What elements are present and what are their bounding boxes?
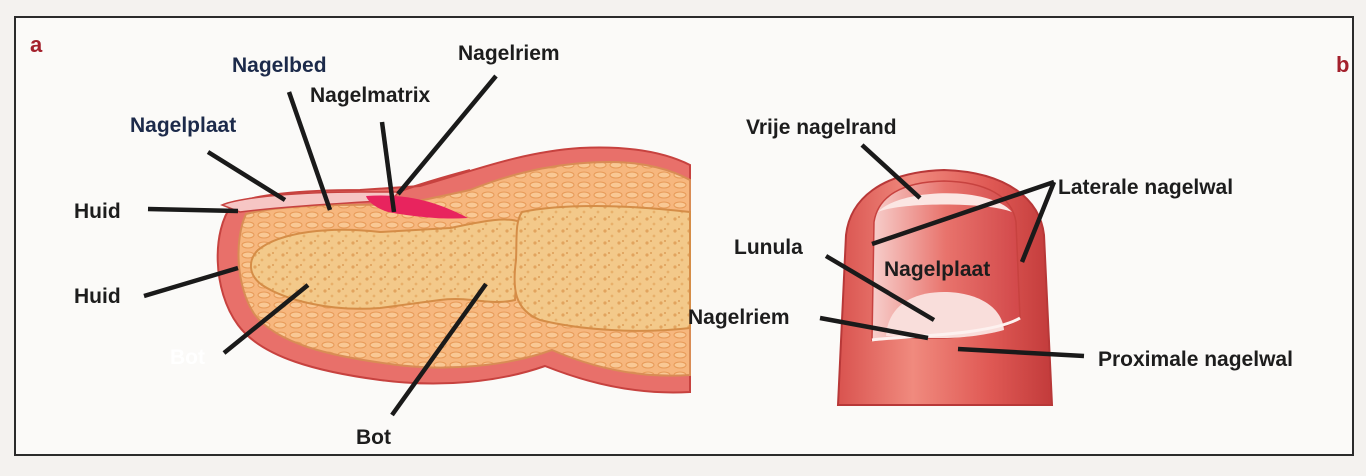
label-laterale-nagelwal: Laterale nagelwal [1058, 176, 1233, 199]
middle-bone [515, 206, 690, 331]
label-proximale-nagelwal: Proximale nagelwal [1098, 348, 1293, 371]
label-vrije-nagelrand: Vrije nagelrand [746, 116, 897, 139]
panel-a-letter: a [30, 32, 43, 57]
label-lunula: Lunula [734, 236, 803, 259]
leader-nagelplaat [208, 152, 285, 200]
label-nagelplaat-a: Nagelplaat [130, 114, 236, 137]
label-nagelbed: Nagelbed [232, 54, 327, 77]
label-huid-top: Huid [74, 200, 121, 223]
label-huid-bottom: Huid [74, 285, 121, 308]
fingertip-top-view [838, 170, 1052, 405]
label-nagelriem-b: Nagelriem [688, 306, 790, 329]
label-nagelmatrix: Nagelmatrix [310, 84, 431, 107]
panel-b-letter: b [1336, 52, 1349, 77]
label-bot-right: Bot [356, 426, 391, 449]
label-bot-left: Bot [170, 346, 205, 369]
label-nagelplaat-b: Nagelplaat [884, 258, 990, 281]
label-nagelriem-a: Nagelriem [458, 42, 560, 65]
finger-cross-section [218, 148, 690, 393]
leader-huid-top [148, 209, 238, 211]
